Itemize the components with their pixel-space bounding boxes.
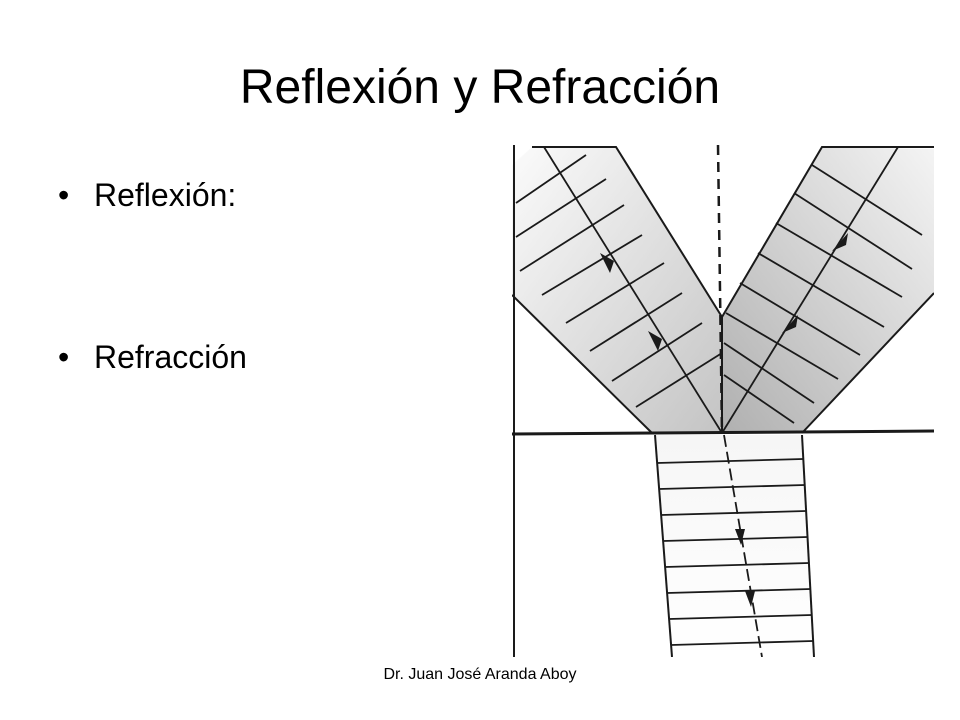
slide-title: Reflexión y Refracción [239, 61, 721, 114]
reflected-arrow-1 [782, 315, 798, 333]
incident-ray [543, 146, 723, 434]
reflected-ray [721, 146, 899, 434]
transmitted-beam [655, 435, 814, 657]
normal-line [716, 145, 724, 435]
beam-outlines [512, 145, 934, 657]
incident-arrow-2 [648, 331, 662, 351]
transmitted-arrow-1 [735, 529, 745, 545]
bullet-marker: • [58, 339, 70, 375]
bullet-item-refraccion: • Refracción [58, 337, 247, 377]
reflected-arrow-2 [832, 233, 848, 251]
bullet-item-reflexion: • Reflexión: [58, 175, 236, 215]
transmitted-wavefronts [656, 458, 814, 646]
bullet-text: Reflexión: [94, 177, 237, 213]
transmitted-ray [723, 434, 763, 657]
reflected-beam [722, 147, 934, 433]
bullet-marker: • [58, 177, 70, 213]
slide-footer: Dr. Juan José Aranda Aboy [383, 666, 577, 683]
incident-beam [512, 147, 722, 433]
incident-arrow-1 [600, 253, 614, 273]
incident-wavefronts [515, 154, 723, 408]
bullet-text: Refracción [94, 339, 247, 375]
transmitted-arrow-2 [745, 591, 755, 607]
wavefront-diagram [512, 145, 934, 657]
reflected-wavefronts [723, 164, 923, 424]
